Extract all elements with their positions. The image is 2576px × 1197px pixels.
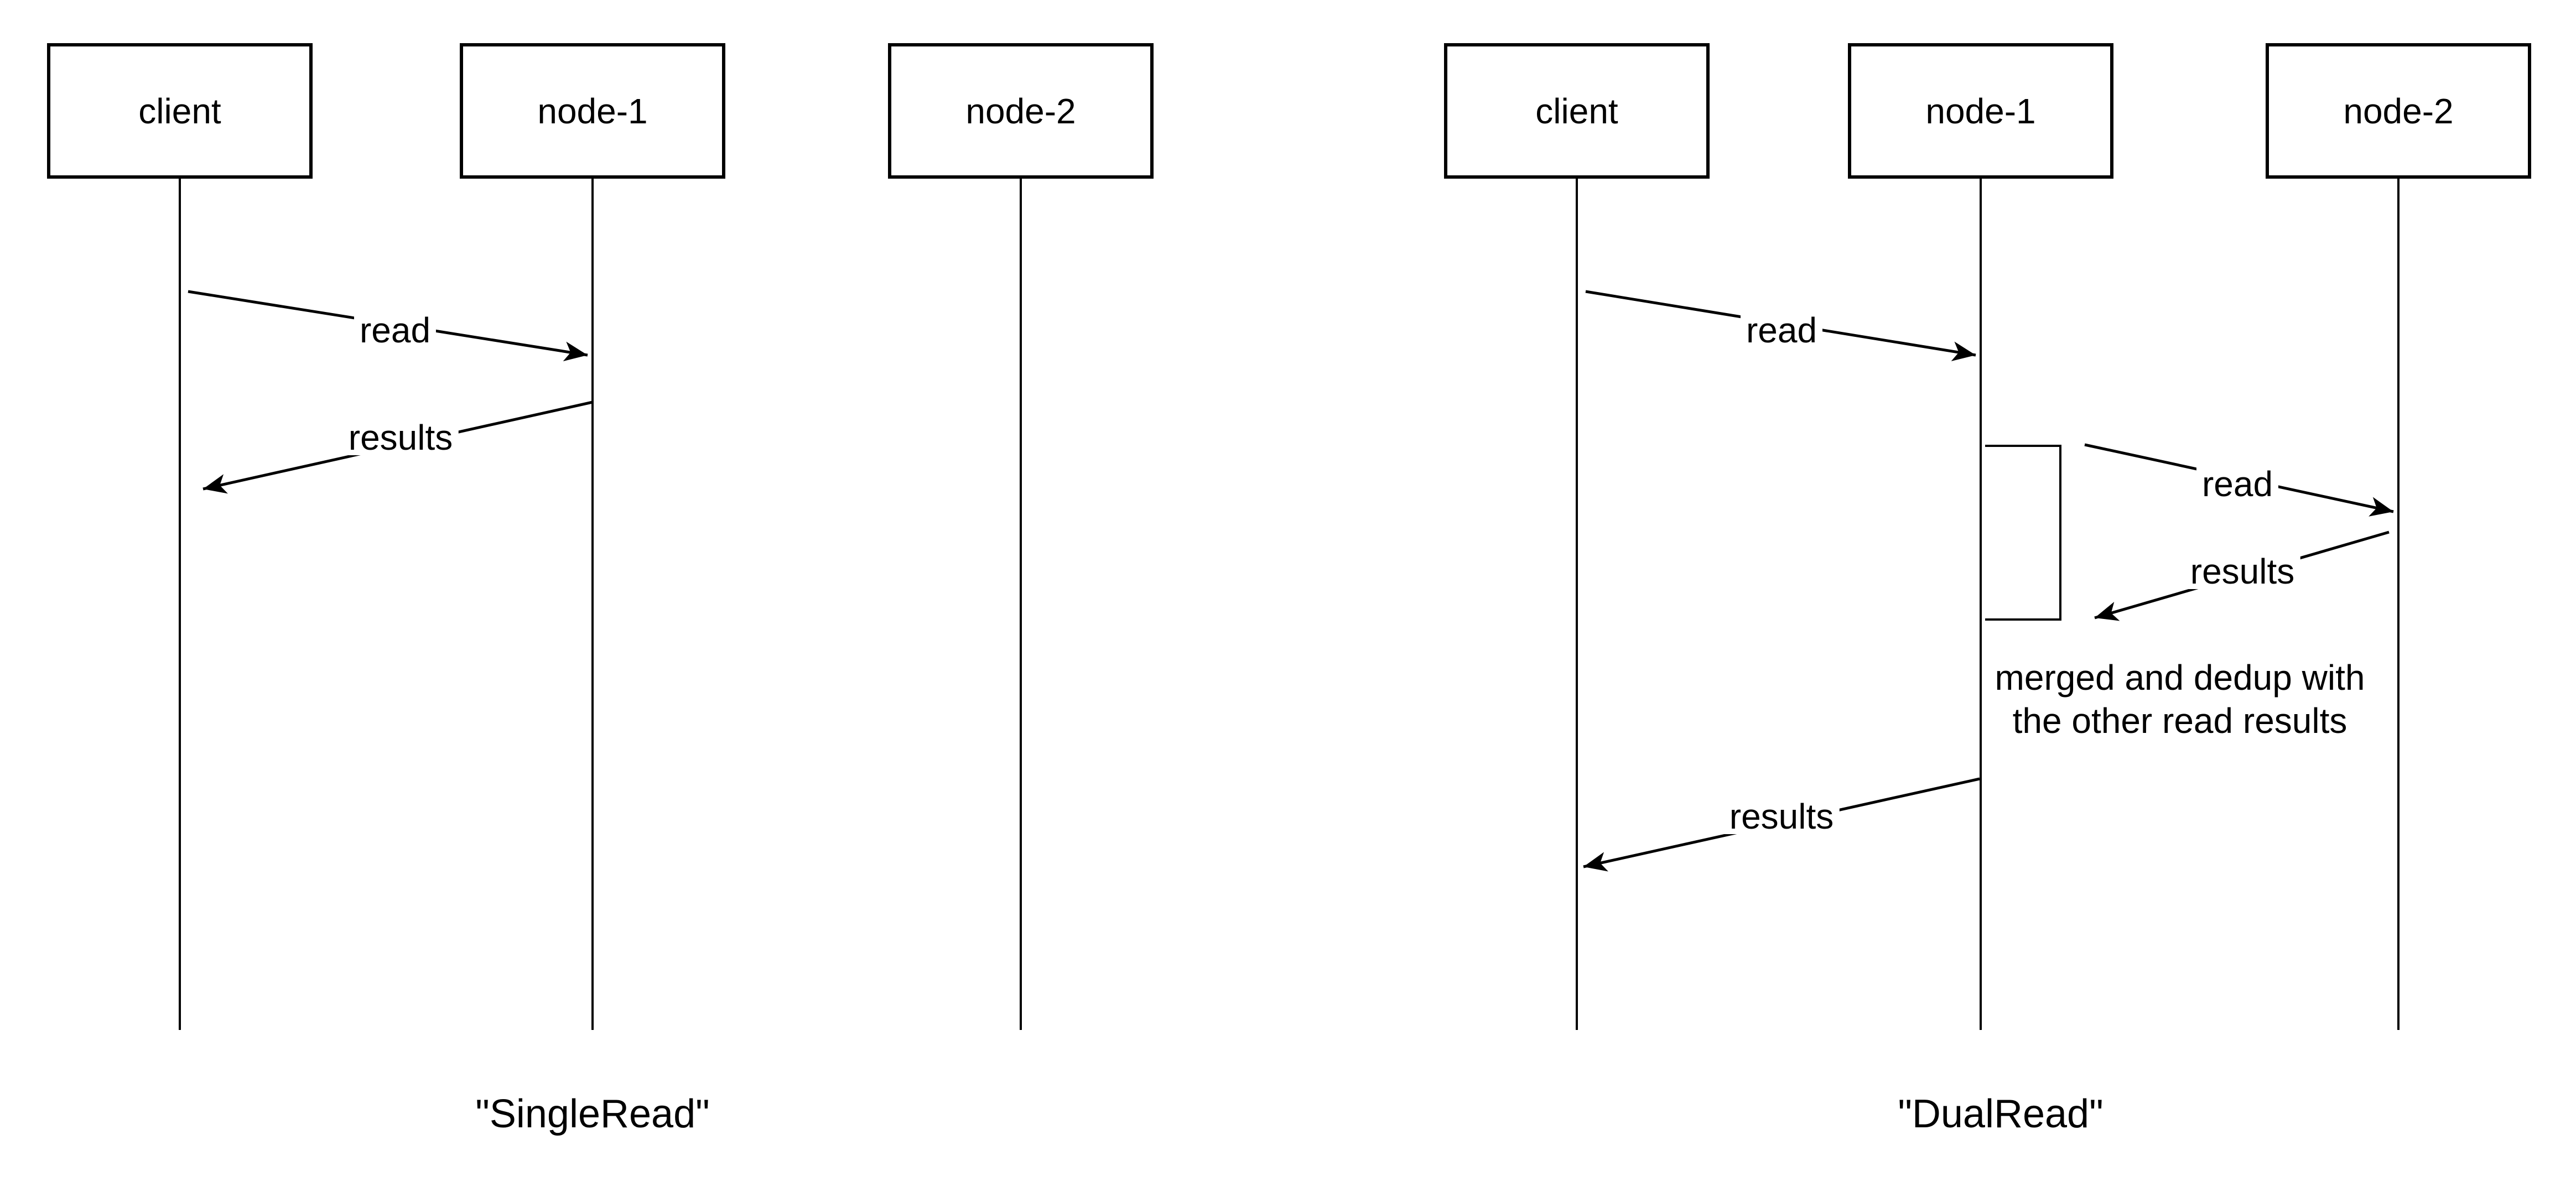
label-dual-results-node2-node1: results [2184,554,2300,589]
actor-single-node2: node-2 [888,43,1154,179]
actor-single-node2-label: node-2 [965,91,1076,131]
note-line-1: merged and dedup with [1995,658,2365,698]
actor-dual-client-label: client [1535,91,1618,131]
label-single-read: read [354,313,437,348]
note-merged-dedup: merged and dedup with the other read res… [1995,656,2365,742]
actor-dual-client: client [1444,43,1710,179]
label-dual-results-node1-client: results [1723,799,1840,834]
label-dual-read-node1-node2: read [2196,466,2279,502]
actor-single-node1: node-1 [460,43,725,179]
note-line-2: the other read results [2012,701,2348,741]
actor-single-client: client [47,43,313,179]
actor-dual-node1-label: node-1 [1925,91,2036,131]
actor-dual-node2-label: node-2 [2343,91,2454,131]
label-single-results: results [342,420,459,455]
label-dual-read-client-node1: read [1740,313,1823,348]
activation-bracket-node1 [1985,445,2061,621]
caption-singleread: "SingleRead" [475,1092,710,1136]
actor-dual-node1: node-1 [1848,43,2113,179]
actor-single-node1-label: node-1 [537,91,648,131]
caption-dualread: "DualRead" [1898,1092,2104,1136]
actor-dual-node2: node-2 [2266,43,2531,179]
actor-single-client-label: client [138,91,221,131]
